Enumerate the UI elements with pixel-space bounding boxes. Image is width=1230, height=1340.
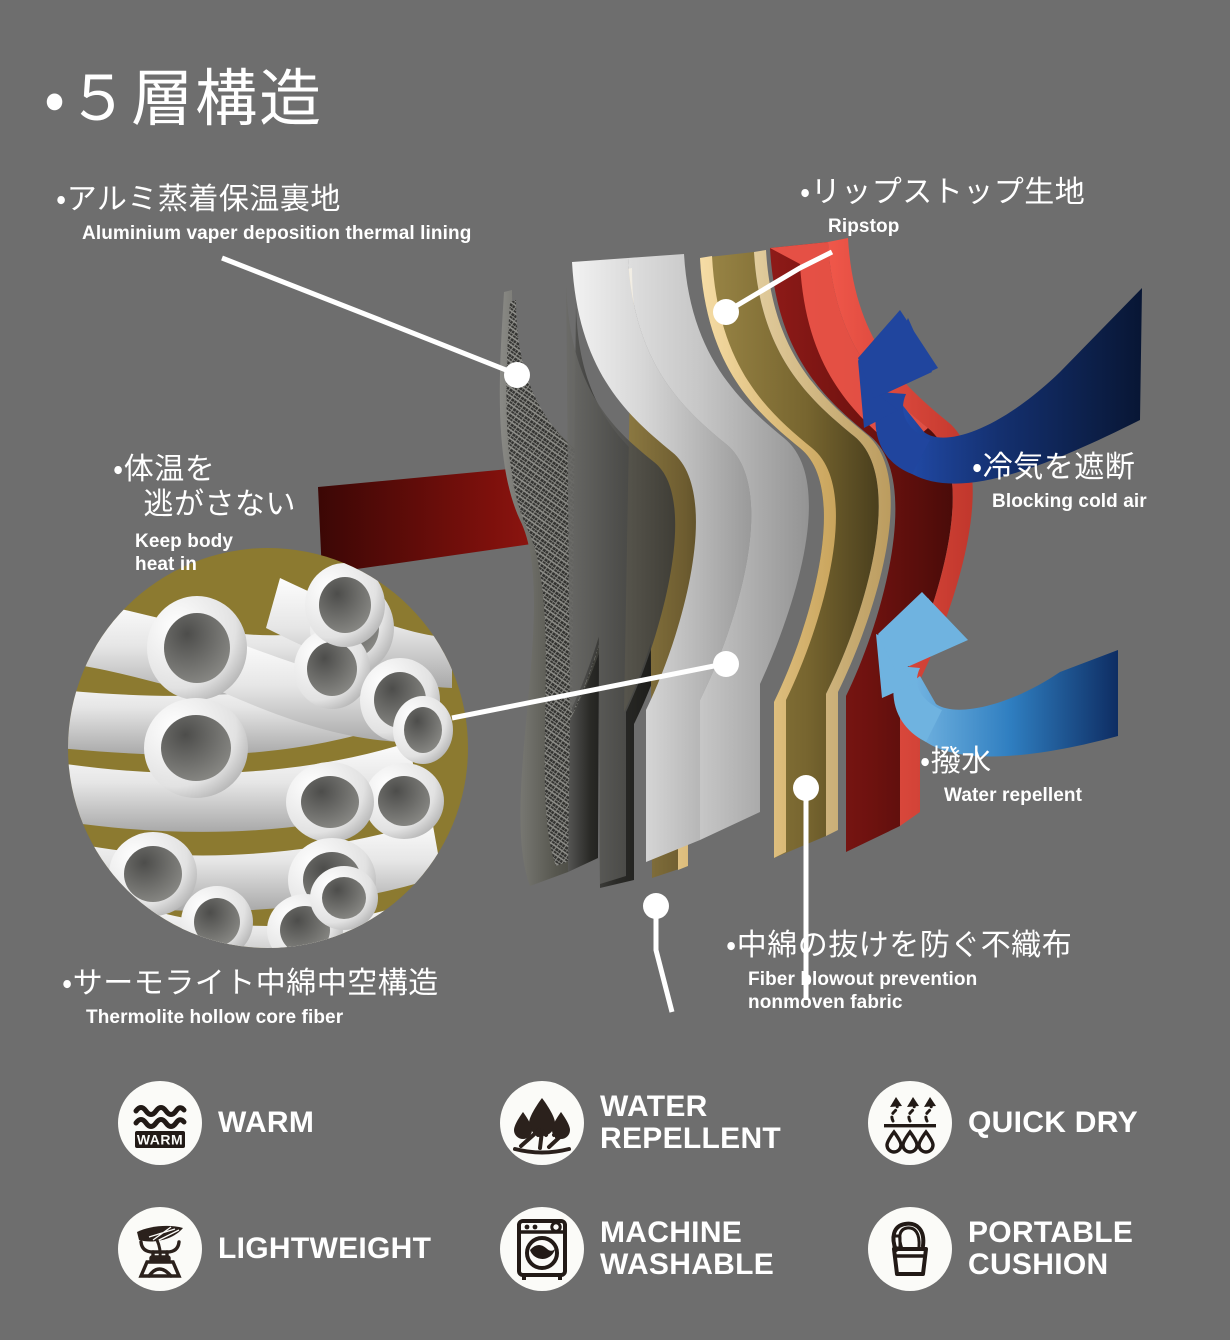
callout-water-repellent-en: Water repellent [944,785,1083,807]
hollow-core-fiber-detail [68,548,468,948]
callout-block-cold: ・冷気を遮断 Blocking cold air [972,450,1147,514]
callout-nonwoven-jp: ・中綿の抜けを防ぐ不織布 [726,929,1073,962]
callout-thermolite: ・サーモライト中綿中空構造 Thermolite hollow core fib… [62,966,439,1030]
feature-warm[interactable]: WARM WARM [118,1081,500,1165]
machine-washable-icon [500,1207,584,1291]
feature-water-repellent[interactable]: WATER REPELLENT [500,1081,868,1165]
quick-dry-icon [868,1081,952,1165]
callout-block-cold-en: Blocking cold air [992,491,1147,513]
feature-water-repellent-label: WATER REPELLENT [600,1089,782,1155]
svg-text:WARM: WARM [137,1132,183,1148]
page-title: ・５層構造 [44,65,324,134]
callout-thermolite-jp: ・サーモライト中綿中空構造 [62,967,439,1000]
feature-machine-washable-label: MACHINE WASHABLE [600,1215,775,1281]
callout-ripstop-en: Ripstop [828,216,900,238]
callout-keep-heat-jp: ・体温を 逃がさない [113,453,296,522]
callout-nonwoven: ・中綿の抜けを防ぐ不織布 Fiber blowout prevention no… [726,928,1072,1015]
callout-ripstop: ・リップストップ生地 Ripstop [800,175,1085,239]
feature-icon-grid: WARM WARM [118,1060,1198,1312]
water-repellent-icon [500,1081,584,1165]
callout-aluminium-en: Aluminium vaper deposition thermal linin… [82,223,472,245]
callout-water-repellent-jp: ・撥水 [920,745,992,778]
callout-thermolite-en: Thermolite hollow core fiber [86,1007,344,1029]
lightweight-icon [118,1207,202,1291]
callout-aluminium: ・アルミ蒸着保温裏地 Aluminium vaper deposition th… [56,182,471,246]
callout-ripstop-jp: ・リップストップ生地 [800,176,1086,209]
feature-warm-label: WARM [218,1105,315,1139]
blue-water-arrow [876,592,1118,757]
layer-white-insulation [566,254,809,884]
callout-keep-heat-en: Keep body heat in [135,530,234,575]
warm-icon: WARM [118,1081,202,1165]
callout-block-cold-jp: ・冷気を遮断 [972,451,1136,484]
callout-aluminium-jp: ・アルミ蒸着保温裏地 [56,183,341,216]
callout-dots [504,299,819,919]
feature-quick-dry-label: QUICK DRY [968,1105,1138,1139]
portable-cushion-icon [868,1207,952,1291]
callout-leader-lines [221,249,834,1013]
feature-machine-washable[interactable]: MACHINE WASHABLE [500,1207,868,1291]
callout-nonwoven-en: Fiber blowout prevention nonmoven fabric [748,969,978,1014]
navy-cold-air-arrow [858,288,1142,484]
feature-portable-cushion-label: PORTABLE CUSHION [968,1215,1134,1281]
callout-keep-heat: ・体温を 逃がさない Keep body heat in [113,452,296,576]
callout-water-repellent: ・撥水 Water repellent [920,744,1082,808]
feature-portable-cushion[interactable]: PORTABLE CUSHION [868,1207,1198,1291]
feature-lightweight[interactable]: LIGHTWEIGHT [118,1207,500,1291]
feature-quick-dry[interactable]: QUICK DRY [868,1081,1198,1165]
feature-lightweight-label: LIGHTWEIGHT [218,1231,432,1265]
